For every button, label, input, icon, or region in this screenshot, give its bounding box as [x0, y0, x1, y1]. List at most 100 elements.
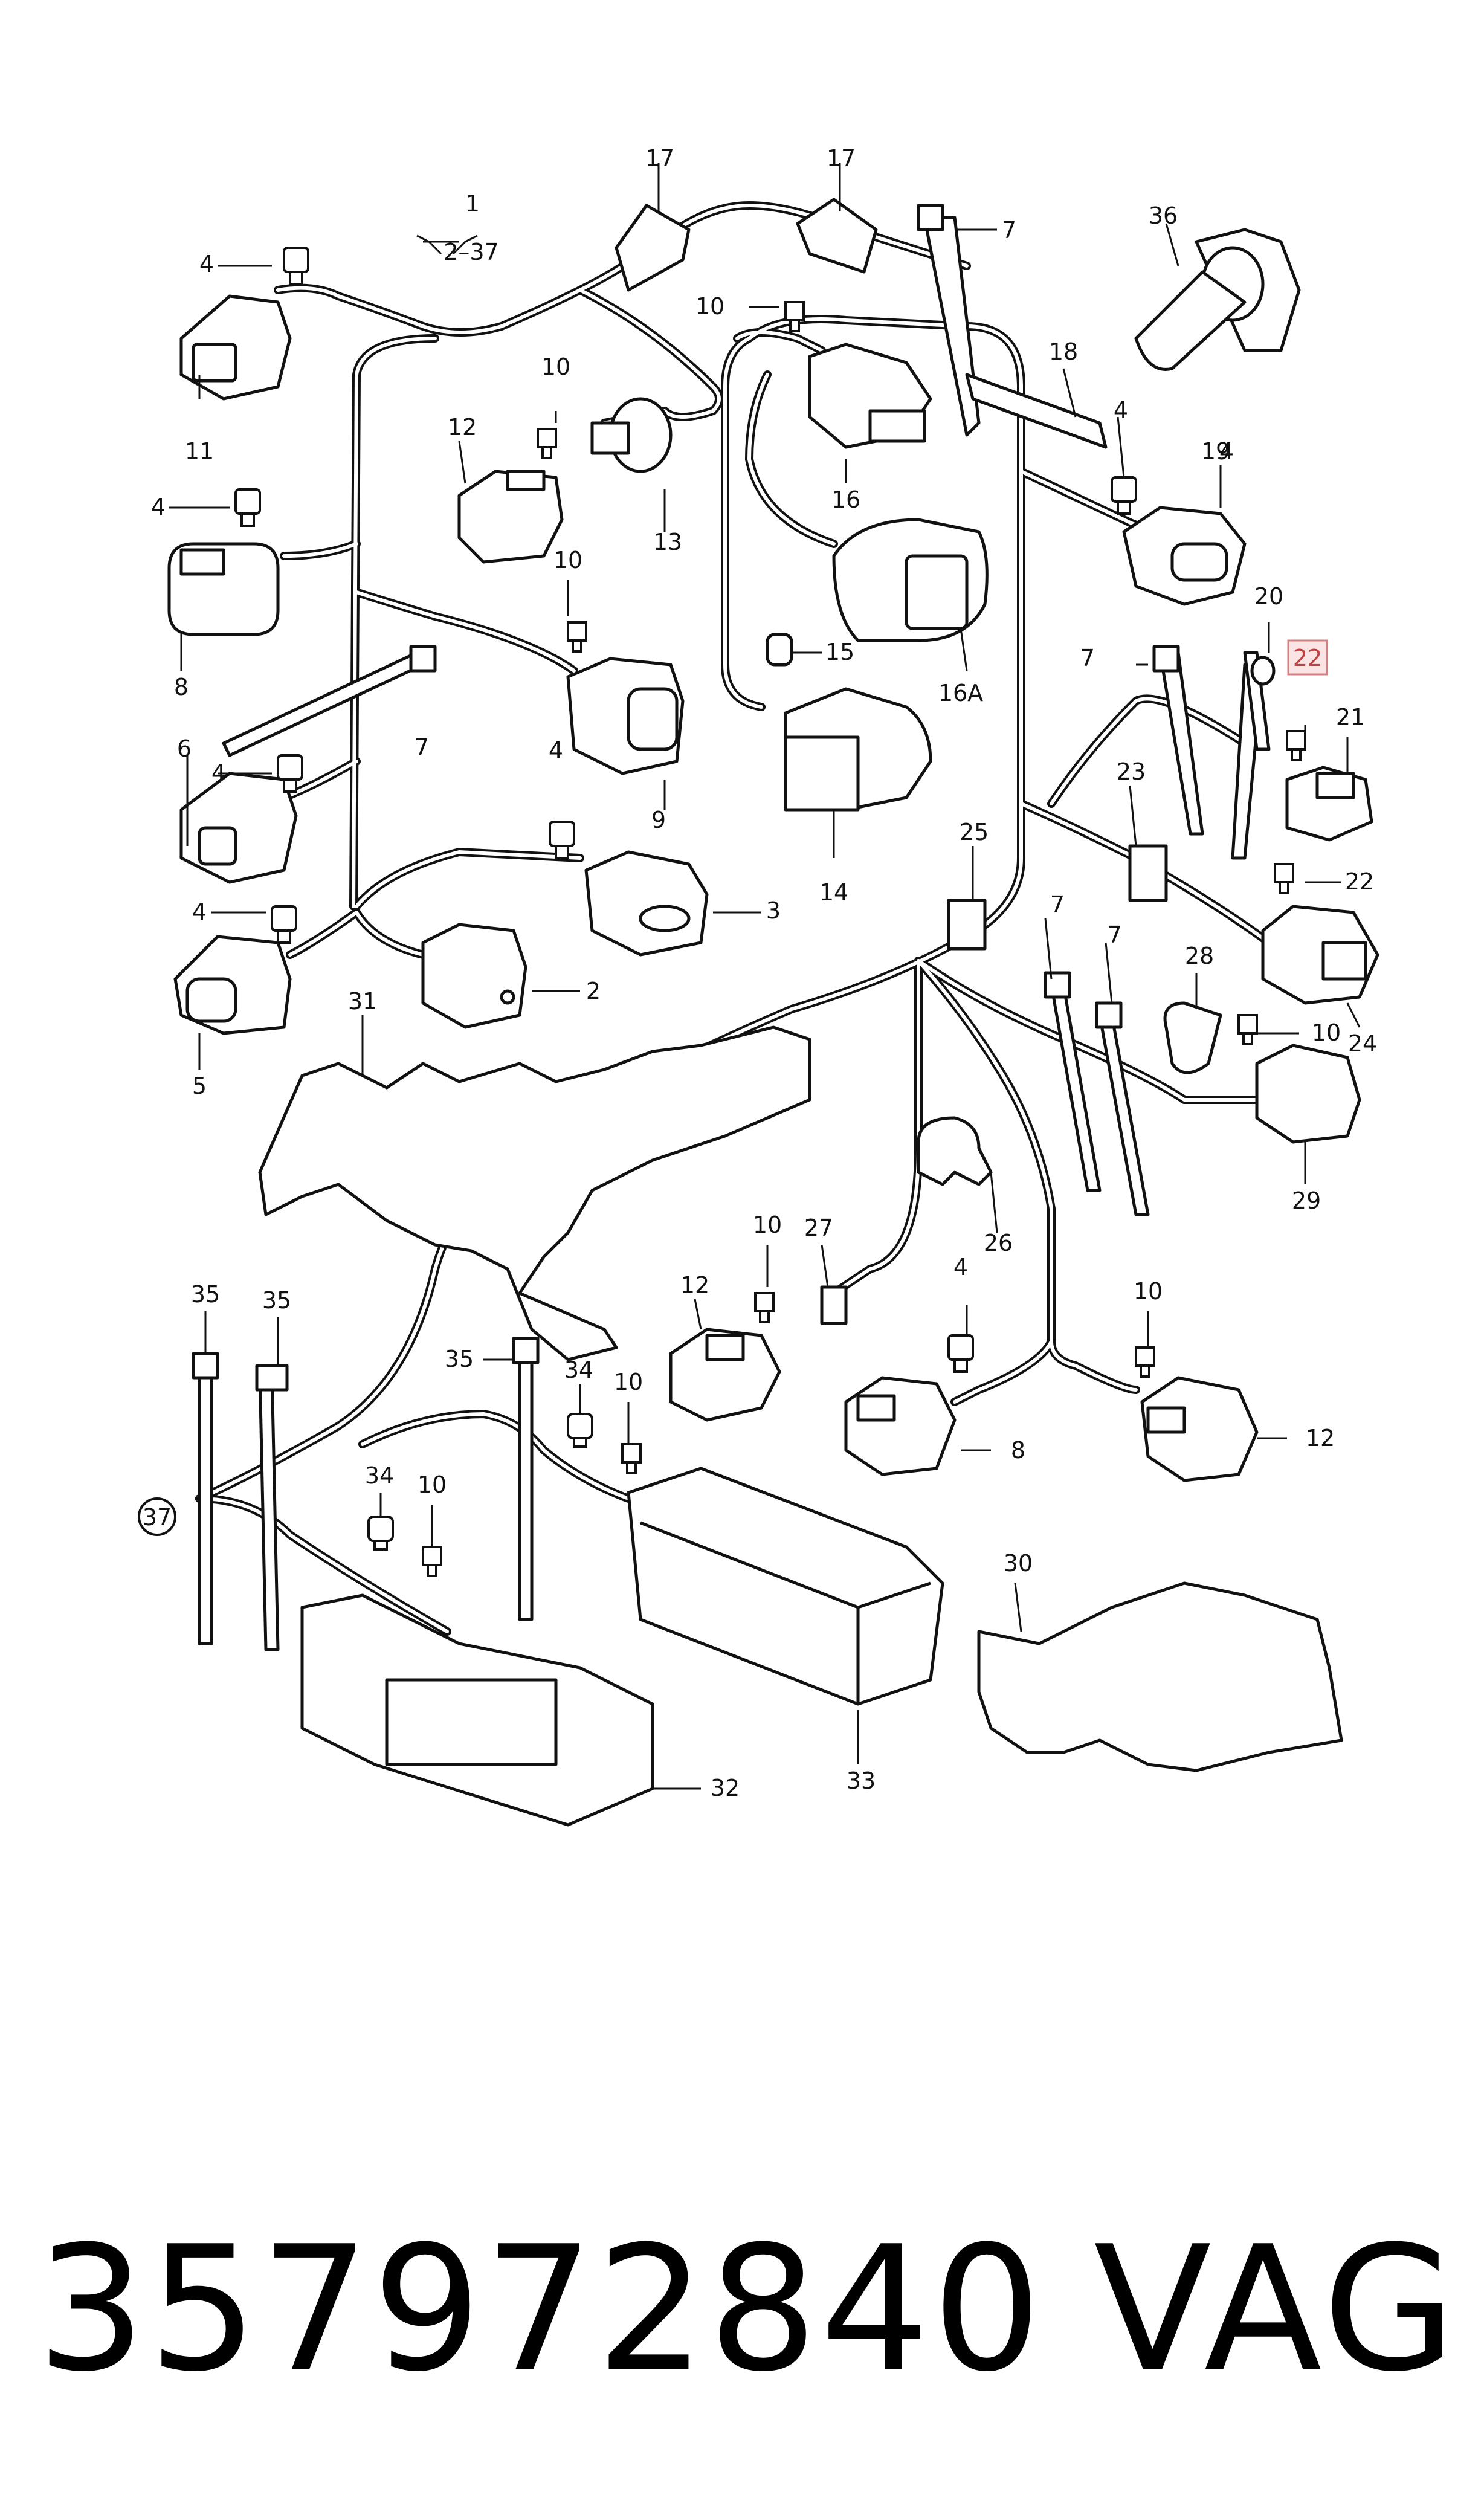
callout-1: 1: [465, 190, 480, 217]
component-14: [784, 687, 932, 812]
harness-wire: [1047, 694, 1249, 808]
callout-34: 34: [564, 1357, 593, 1383]
callout-37: 37: [143, 1504, 172, 1531]
callout-23: 23: [1117, 758, 1146, 785]
callout-1-range: 2–37: [444, 239, 499, 265]
cable-tie-head: [917, 204, 944, 231]
cable-tie-head: [1152, 645, 1180, 673]
callout-7: 7: [1050, 891, 1065, 918]
cable-tie-head: [255, 1364, 289, 1392]
cable-tie-head: [409, 645, 437, 673]
callout-22-highlighted: 22: [1293, 645, 1322, 671]
callout-29: 29: [1292, 1187, 1321, 1214]
connector-3: [584, 850, 709, 957]
component-36: [1134, 228, 1301, 371]
callout-4: 4: [199, 251, 214, 277]
callout-4: 4: [192, 899, 207, 925]
connector-24: [1261, 905, 1379, 1005]
callout-4: 4: [1219, 438, 1234, 465]
screw-10: [621, 1443, 642, 1474]
clip-17: [796, 198, 878, 274]
harness-wire: [830, 957, 923, 1297]
callout-10: 10: [553, 547, 582, 573]
callout-12: 12: [448, 414, 477, 441]
connector-13: [590, 397, 673, 473]
callout-10: 10: [1134, 1278, 1163, 1305]
callout-17: 17: [645, 145, 674, 172]
callout-10: 10: [541, 353, 570, 380]
nut-34: [567, 1413, 593, 1448]
callout-13: 13: [653, 529, 682, 555]
strap-20-eye: [1250, 656, 1276, 686]
screw-4: [277, 754, 303, 793]
component-32: [300, 1593, 654, 1827]
cable-tie: [1050, 983, 1102, 1192]
brand-name: VAG: [1094, 2209, 1460, 2410]
screw-4: [234, 488, 261, 527]
clip-23: [1128, 844, 1168, 902]
connector-8: [167, 542, 280, 636]
callout-32: 32: [711, 1775, 740, 1801]
callout-7: 7: [1080, 645, 1095, 671]
callout-9: 9: [651, 807, 666, 833]
callout-8: 8: [174, 674, 189, 700]
callout-10: 10: [695, 293, 724, 320]
strap-20: [1243, 651, 1271, 751]
callout-19: 19: [1201, 438, 1230, 465]
callout-10: 10: [418, 1471, 447, 1498]
bracket-30: [977, 1581, 1343, 1772]
component-33: [627, 1467, 944, 1706]
callout-25: 25: [960, 819, 989, 845]
callout-27: 27: [804, 1215, 833, 1241]
connector-12-top: [457, 470, 564, 564]
screw-22: [1274, 863, 1294, 894]
screw-10: [1237, 1014, 1258, 1045]
screw-4: [1111, 476, 1137, 515]
connector-9: [566, 657, 685, 775]
tape-18: [965, 373, 1108, 449]
screw-4: [549, 821, 575, 859]
callout-7: 7: [415, 734, 429, 761]
callout-12: 12: [680, 1272, 709, 1299]
callout-35: 35: [445, 1346, 474, 1372]
callout-18: 18: [1049, 338, 1078, 365]
callout-5: 5: [192, 1073, 207, 1099]
callout-35: 35: [191, 1281, 220, 1308]
nut-34: [367, 1516, 394, 1551]
callout-7: 7: [1108, 922, 1122, 948]
screw-22: [1286, 730, 1306, 761]
connector-12-right: [1140, 1376, 1259, 1482]
callout-16a: 16A: [938, 680, 983, 706]
cable-tie-head: [192, 1352, 219, 1380]
connector-5: [173, 935, 292, 1035]
callout-34: 34: [365, 1462, 394, 1489]
cable-tie-head: [512, 1337, 540, 1364]
screw-10: [784, 301, 805, 332]
callout-33: 33: [847, 1767, 876, 1794]
callout-3: 3: [766, 897, 781, 924]
callout-24: 24: [1348, 1030, 1377, 1057]
callout-10: 10: [1312, 1019, 1341, 1046]
connector-8-middle: [844, 1376, 957, 1476]
callout-14: 14: [819, 879, 848, 906]
callout-22: 22: [1345, 868, 1374, 895]
callout-4: 4: [549, 737, 563, 764]
screw-10: [754, 1292, 775, 1323]
callout-7: 7: [1002, 217, 1016, 244]
screw-4: [283, 247, 309, 285]
connector-11: [179, 294, 292, 401]
clip-25: [947, 899, 987, 951]
cable-tie: [518, 1346, 534, 1621]
cable-tie-head: [1095, 1001, 1123, 1029]
cable-tie: [222, 651, 425, 757]
callout-31: 31: [348, 988, 377, 1015]
callout-36: 36: [1149, 202, 1178, 229]
callout-4: 4: [1114, 397, 1128, 424]
screw-10: [422, 1546, 442, 1577]
connector-12-middle: [669, 1328, 781, 1422]
callout-21: 21: [1336, 704, 1365, 731]
screw-10: [537, 428, 557, 459]
callout-30: 30: [1004, 1550, 1033, 1577]
callout-37-circle: [138, 1497, 176, 1536]
